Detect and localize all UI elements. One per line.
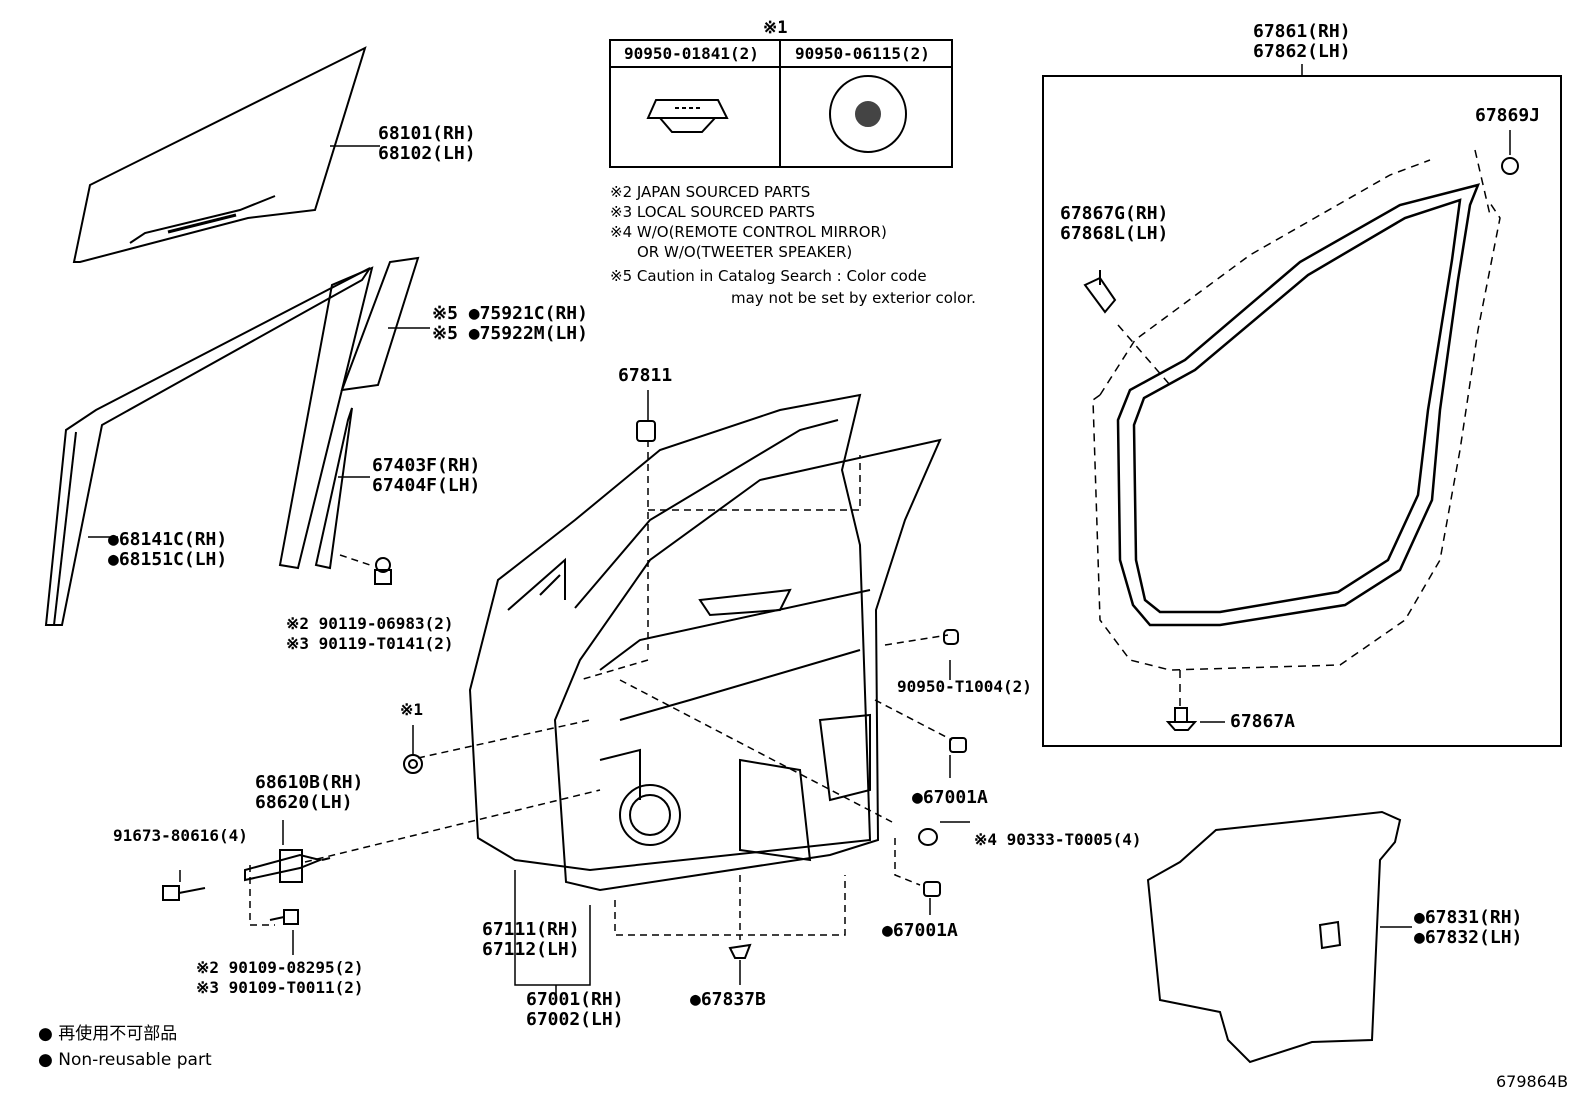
clip-g-icon: [1083, 270, 1117, 314]
label-panel-rh: 67111(RH): [482, 919, 580, 940]
legend-jp: ● 再使用不可部品: [38, 1024, 178, 1044]
outer-channel: [44, 267, 371, 626]
weatherstrip-outline-dashed: [1092, 149, 1501, 710]
run-channel: [278, 266, 374, 570]
label-hole-plug: ※4 90333-T0005(4): [974, 830, 1142, 849]
grommet-icon: [403, 754, 423, 774]
label-bolt3-local: ※3 90109-T0011(2): [196, 978, 364, 997]
label-weatherstrip-lh: 67862(LH): [1253, 41, 1351, 62]
door-check-icon: [244, 849, 331, 883]
label-clip-j: 67869J: [1475, 105, 1541, 126]
label-check-rh: 68610B(RH): [255, 772, 364, 793]
label-panel-lh: 67112(LH): [482, 939, 580, 960]
cap-fastener-icon: [646, 99, 729, 133]
label-garnish-rh: ※5 ●75921C(RH): [432, 303, 588, 324]
clip-b-icon: [728, 943, 752, 959]
note-5: ※5 Caution in Catalog Search : Color cod…: [610, 267, 927, 285]
note-5b: may not be set by exterior color.: [731, 289, 976, 307]
note-2: ※2 JAPAN SOURCED PARTS: [610, 183, 811, 201]
label-glass-lh: 68102(LH): [378, 143, 476, 164]
bolt-icon: [374, 557, 392, 585]
bolt3-icon: [269, 909, 299, 925]
label-bolt1-jp: ※2 90119-06983(2): [286, 614, 454, 633]
label-clip-a1: ●67001A: [912, 787, 988, 808]
label-door-rh: 67001(RH): [526, 989, 624, 1010]
legend-en: ● Non-reusable part: [38, 1050, 212, 1070]
table-col1: 90950-01841(2): [624, 44, 759, 63]
label-mark1: ※1: [400, 700, 424, 719]
service-hole-cover: [1146, 810, 1402, 1064]
label-clip-a2: ●67001A: [882, 920, 958, 941]
label-check-lh: 68620(LH): [255, 792, 353, 813]
door-weatherstrip: [1116, 183, 1481, 627]
clip-67811-icon: [636, 420, 656, 442]
label-seal-lh: ●67832(LH): [1414, 927, 1523, 948]
label-seal-rh: ●67831(RH): [1414, 907, 1523, 928]
label-clip-g-lh: 67868L(LH): [1060, 223, 1169, 244]
note-4: ※4 W/O(REMOTE CONTROL MIRROR): [610, 223, 887, 241]
label-channel-lh: ●68151C(LH): [108, 549, 228, 570]
label-plug1: 90950-T1004(2): [897, 677, 1032, 696]
note-3: ※3 LOCAL SOURCED PARTS: [610, 203, 815, 221]
table-mark: ※1: [763, 18, 788, 38]
label-clip-a-ws: 67867A: [1230, 711, 1296, 732]
label-clip-b: ●67837B: [690, 989, 766, 1010]
plug-icon: [943, 629, 959, 645]
label-channel-rh: ●68141C(RH): [108, 529, 228, 550]
disc-plug-icon: [829, 75, 907, 153]
label-run-channel-rh: 67403F(RH): [372, 455, 481, 476]
label-bolt1-local: ※3 90119-T0141(2): [286, 634, 454, 653]
label-clip-g-rh: 67867G(RH): [1060, 203, 1169, 224]
bolt2-icon: [162, 885, 206, 901]
window-glass: [72, 46, 367, 263]
label-garnish-lh: ※5 ●75922M(LH): [432, 323, 588, 344]
frame-garnish: [340, 256, 420, 392]
clip-a-icon: [949, 737, 967, 753]
label-glass-rh: 68101(RH): [378, 123, 476, 144]
door-inner-frame: [553, 438, 942, 892]
figure-id: 679864B: [1496, 1072, 1569, 1091]
label-door-lh: 67002(LH): [526, 1009, 624, 1030]
label-bolt3-jp: ※2 90109-08295(2): [196, 958, 364, 977]
hole-plug-icon: [918, 828, 938, 846]
label-67811: 67811: [618, 365, 673, 386]
clip-j-icon: [1501, 157, 1519, 175]
label-weatherstrip-rh: 67861(RH): [1253, 21, 1351, 42]
table-col2: 90950-06115(2): [795, 44, 930, 63]
clip-a-ws-icon: [1165, 707, 1198, 731]
label-bolt2: 91673-80616(4): [113, 826, 248, 845]
note-4b: OR W/O(TWEETER SPEAKER): [637, 243, 853, 261]
label-run-channel-lh: 67404F(LH): [372, 475, 481, 496]
door-shell: [468, 393, 872, 872]
clip-a2-icon: [923, 881, 941, 897]
